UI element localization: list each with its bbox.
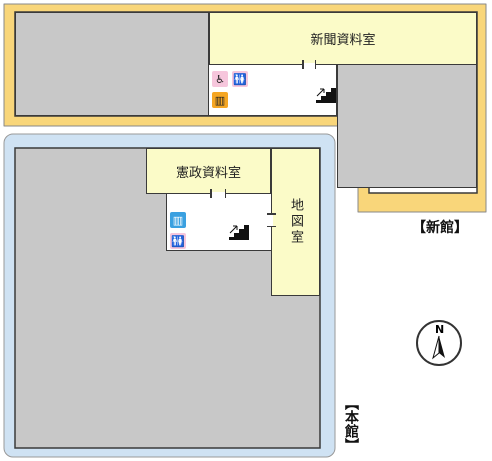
shinkan-closed-east bbox=[337, 64, 477, 188]
shinkan-corridor bbox=[209, 65, 337, 116]
stairs-icon bbox=[316, 85, 336, 103]
honkan-label: 【本館】 bbox=[343, 396, 359, 452]
newspaper-room-label: 新聞資料室 bbox=[310, 33, 376, 48]
restroom-icon: 🚻 bbox=[170, 233, 186, 249]
constitution-room[interactable]: 憲政資料室 bbox=[146, 148, 271, 194]
map-room[interactable]: 地図室 bbox=[271, 148, 320, 296]
north-arrow-icon bbox=[432, 335, 445, 360]
compass: N bbox=[416, 320, 462, 366]
elevator-icon: ▥ bbox=[170, 212, 186, 228]
stairs-icon bbox=[229, 222, 249, 240]
restroom-icon: 🚻 bbox=[232, 71, 248, 87]
elevator-icon: ▥ bbox=[212, 92, 228, 108]
compass-north-label: N bbox=[435, 323, 445, 336]
wheelchair-icon: ♿ bbox=[212, 71, 228, 87]
constitution-room-door[interactable] bbox=[210, 189, 226, 198]
map-room-door[interactable] bbox=[267, 213, 276, 227]
newspaper-room[interactable]: 新聞資料室 bbox=[209, 12, 477, 65]
shinkan-label: 【新館】 bbox=[412, 220, 468, 236]
newspaper-room-door[interactable] bbox=[302, 60, 316, 69]
constitution-room-label: 憲政資料室 bbox=[175, 165, 241, 181]
map-room-label: 地図室 bbox=[288, 198, 303, 246]
shinkan-closed-west bbox=[15, 12, 209, 116]
